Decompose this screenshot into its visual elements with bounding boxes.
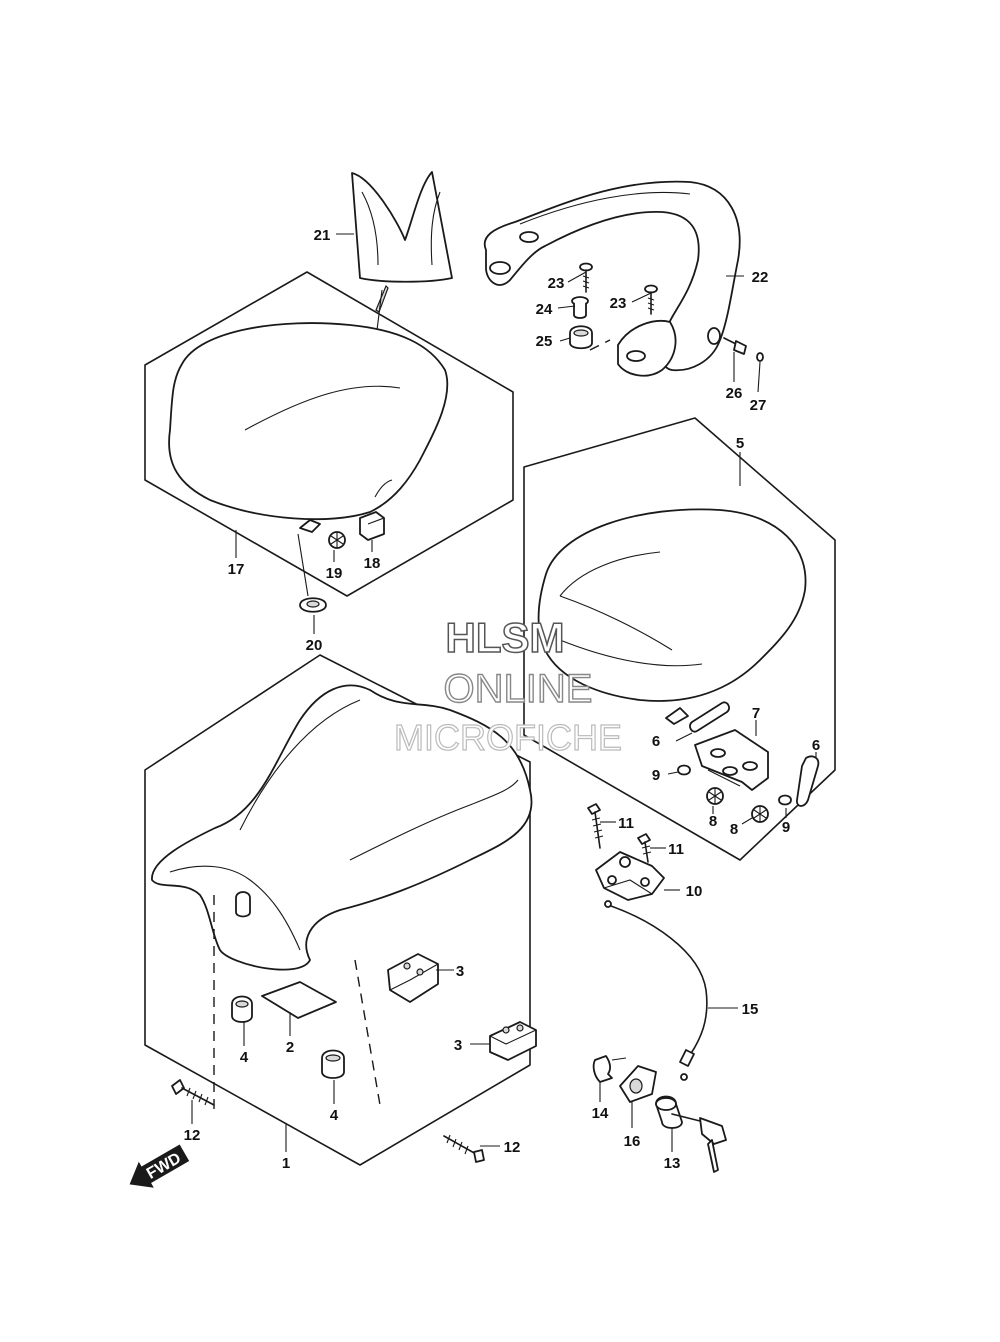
callout-8b: 8 [730,821,738,838]
callout-10: 10 [686,883,703,900]
callout-18: 18 [364,555,381,572]
callout-7: 7 [752,705,760,722]
lock-holder-16 [619,1065,657,1103]
rubber-block-3b [489,1021,537,1061]
nut-9b [778,794,792,806]
callout-13: 13 [664,1155,681,1172]
clip-14 [592,1055,627,1083]
callout-25: 25 [536,333,553,350]
callout-23b: 23 [610,295,627,312]
screw-23b [644,284,658,315]
callout-2: 2 [286,1039,294,1056]
bolt-11a [587,803,604,849]
cushion-4a [231,995,253,1023]
seat-lock-bracket [694,729,769,791]
grommet-25 [569,325,611,351]
watermark-line-1: HLSM [446,614,565,661]
callout-23a: 23 [548,275,565,292]
callout-5: 5 [736,435,744,452]
rivet-19 [328,531,346,549]
collar-24 [571,296,589,319]
rivet-8a [706,787,724,805]
nut-9a [677,764,691,776]
callout-15: 15 [742,1001,759,1018]
passenger-grab-handle [483,180,741,377]
callout-1: 1 [282,1155,290,1172]
watermark: HLSM ONLINE MICROFICHE [393,613,622,758]
bolt-12a [171,1079,215,1106]
callout-11b: 11 [668,841,684,858]
seat-lock-with-key [655,1095,727,1173]
main-seat [151,684,533,971]
leader-lines [191,233,817,1152]
callout-26: 26 [726,385,743,402]
rubber-strip-6b [796,755,820,807]
guide-line-2 [354,959,381,1106]
callout-22: 22 [752,269,769,286]
seat-cover-tail-piece [351,171,453,339]
callout-3b: 3 [454,1037,462,1054]
rubber-block-3a [387,953,439,1003]
rubber-cushion-20 [297,533,327,613]
callout-4b: 4 [330,1107,339,1124]
callout-14: 14 [592,1105,609,1122]
callout-9a: 9 [652,767,660,784]
watermark-line-3: MICROFICHE [394,717,622,758]
seat-cushion-pad [359,511,385,541]
callout-21: 21 [314,227,331,244]
callout-11a: 11 [618,815,634,832]
callout-20: 20 [306,637,323,654]
callout-8a: 8 [709,813,717,830]
cushion-4b [321,1049,345,1079]
rider-seat-cover [168,322,449,533]
group-box-passenger-seat [523,417,836,861]
group-box-main-seat [144,654,531,1166]
rivet-8b [751,805,769,823]
washer-27 [756,352,764,362]
callout-labels: 21 22 23 23 24 25 26 27 5 17 19 18 20 7 … [184,227,821,1172]
callout-27: 27 [750,397,767,414]
forward-direction-arrow: FWD [129,1144,190,1188]
bolt-12b [443,1134,485,1163]
pad-2 [261,981,337,1019]
callout-16: 16 [624,1133,641,1150]
bolt-11b [637,833,652,863]
watermark-line-2: ONLINE [444,667,593,711]
callout-24: 24 [536,301,553,318]
callout-12a: 12 [184,1127,201,1144]
rubber-strip-6a [689,701,730,733]
seat-lock-assembly [595,851,665,901]
callout-6b: 6 [812,737,820,754]
seat-lock-cable [604,900,708,1081]
callout-12b: 12 [504,1139,521,1156]
screw-23a [579,262,593,293]
bolt-26 [723,337,747,355]
callout-19: 19 [326,565,343,582]
callout-17: 17 [228,561,245,578]
group-box-rider-seat-cover [144,271,514,597]
callout-9b: 9 [782,819,790,836]
passenger-seat [537,508,807,725]
callout-4a: 4 [240,1049,249,1066]
callout-6a: 6 [652,733,660,750]
callout-3a: 3 [456,963,464,980]
